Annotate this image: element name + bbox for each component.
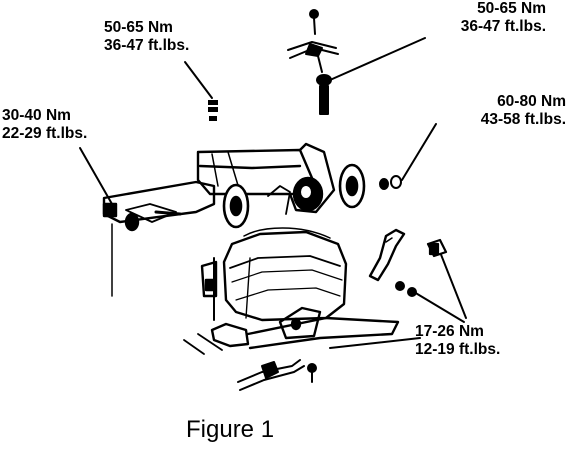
top-clip-assembly (287, 9, 339, 73)
torque-label-bottom: 17-26 Nm 12-19 ft.lbs. (415, 323, 500, 359)
figure-caption: Figure 1 (186, 416, 275, 443)
torque-imperial: 12-19 ft.lbs. (415, 341, 501, 358)
grommet-left (222, 183, 250, 229)
torque-imperial: 36-47 ft.lbs. (104, 37, 190, 54)
torque-label-left: 30-40 Nm 22-29 ft.lbs. (2, 107, 87, 143)
leader-top-right (329, 37, 426, 81)
torque-metric: 60-80 Nm (497, 93, 566, 110)
torque-imperial: 22-29 ft.lbs. (2, 125, 88, 142)
leader-bottom-a (439, 251, 467, 319)
torque-metric: 50-65 Nm (477, 0, 546, 17)
lower-right-bracket (368, 228, 406, 282)
leader-left (79, 147, 113, 205)
base-frame (183, 306, 421, 355)
leader-top-left (184, 61, 213, 99)
top-right-bolt (316, 74, 332, 115)
bottom-clip (237, 359, 317, 391)
top-left-nut-stack (208, 100, 218, 121)
torque-metric: 30-40 Nm (2, 107, 71, 124)
torque-label-top-left: 50-65 Nm 36-47 ft.lbs. (104, 19, 189, 55)
leader-lines (79, 37, 467, 323)
torque-imperial: 36-47 ft.lbs. (460, 18, 546, 35)
torque-label-top-right: 50-65 Nm 36-47 ft.lbs. (461, 0, 546, 36)
left-arm (102, 180, 216, 297)
leader-right (401, 123, 437, 181)
leader-bottom-b (413, 291, 465, 323)
torque-imperial: 43-58 ft.lbs. (480, 111, 566, 128)
torque-metric: 50-65 Nm (104, 19, 173, 36)
torque-metric: 17-26 Nm (415, 323, 484, 340)
right-washer-nut (379, 175, 402, 190)
grommet-right (338, 163, 366, 209)
torque-label-right: 60-80 Nm 43-58 ft.lbs. (481, 93, 566, 129)
upper-bracket (196, 142, 336, 215)
compressor-body (200, 227, 348, 322)
lower-right-nuts (395, 281, 417, 297)
lower-right-bolt (426, 238, 448, 258)
